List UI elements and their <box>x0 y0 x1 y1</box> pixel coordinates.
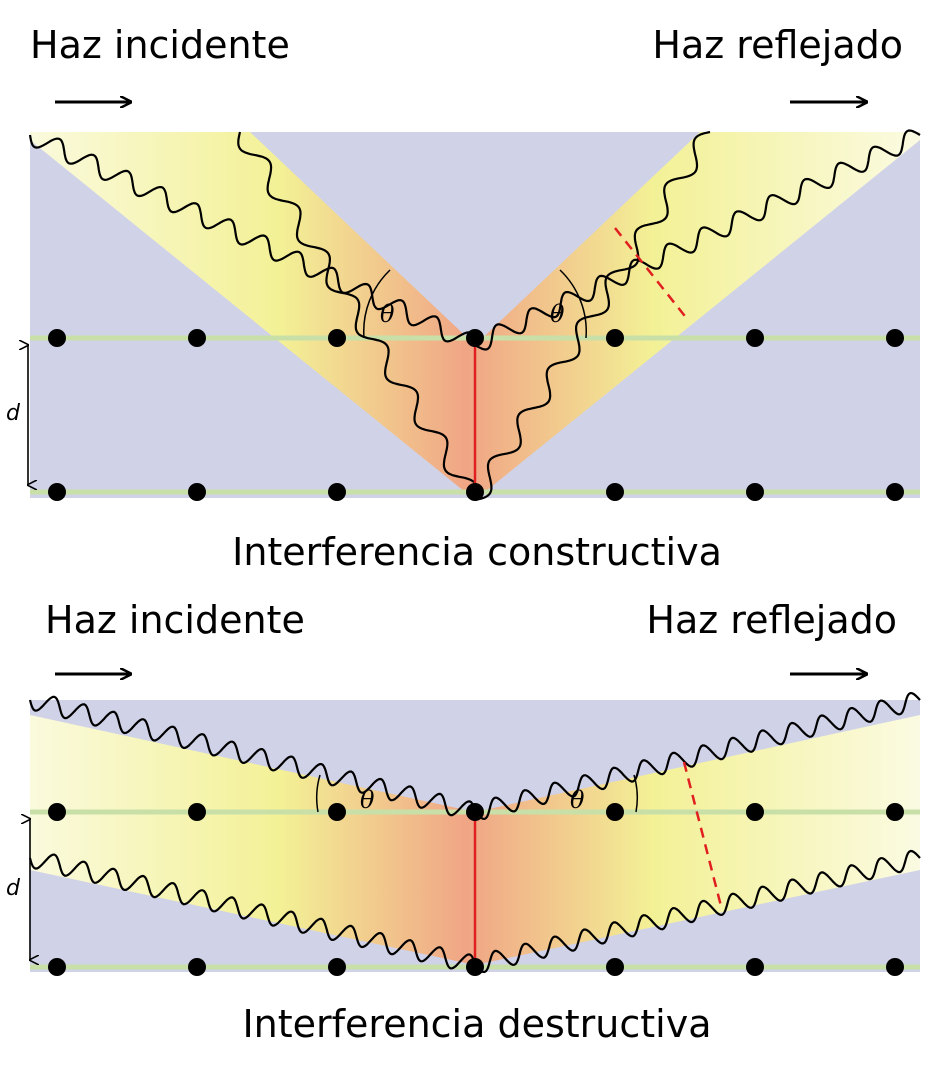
lattice-atom <box>746 329 764 347</box>
lattice-atom <box>606 329 624 347</box>
lattice-atom <box>466 803 484 821</box>
lattice-atom <box>188 483 206 501</box>
atom-row-bottom <box>48 958 904 976</box>
angle-theta-left: θ <box>380 300 395 328</box>
spacing-label: d <box>6 401 21 426</box>
incident-wave-upper <box>28 134 477 346</box>
spacing-label: d <box>6 876 21 901</box>
reflected-beam-label: Haz reflejado <box>652 23 903 67</box>
wavefront-dashed-line <box>682 761 724 911</box>
lattice-atom <box>886 803 904 821</box>
caption-destructive: Interferencia destructiva <box>242 1002 711 1046</box>
lattice-atom <box>606 483 624 501</box>
angle-theta-right: θ <box>550 300 565 328</box>
xray-beam <box>30 132 920 500</box>
panel-destructive: Haz incidente Haz reflejado θ θ d Interf… <box>6 598 921 1046</box>
reflected-wave-upper <box>474 129 921 351</box>
incident-beam-label: Haz incidente <box>45 598 305 642</box>
wavefront-dashed-line <box>614 227 689 321</box>
lattice-atom <box>886 958 904 976</box>
lattice-atom <box>886 483 904 501</box>
lattice-atom <box>328 483 346 501</box>
lattice-atom <box>188 803 206 821</box>
angle-theta-right: θ <box>570 786 585 814</box>
lattice-atom <box>48 483 66 501</box>
incident-wave-lower <box>28 853 477 970</box>
lattice-atom <box>48 329 66 347</box>
incident-wave-lower <box>237 131 478 501</box>
atom-row-bottom <box>48 483 904 501</box>
lattice-atom <box>328 803 346 821</box>
lattice-atom <box>188 958 206 976</box>
angle-theta-left: θ <box>360 786 375 814</box>
atom-row-top <box>48 329 904 347</box>
lattice-atom <box>48 803 66 821</box>
lattice-atom <box>746 958 764 976</box>
lattice-atom <box>466 958 484 976</box>
angle-arc-right <box>633 774 639 813</box>
reflected-beam-label: Haz reflejado <box>646 598 897 642</box>
reflected-wave-lower <box>474 130 711 502</box>
incident-wave-upper <box>28 695 477 817</box>
lattice-atom <box>328 958 346 976</box>
lattice-atom <box>606 958 624 976</box>
lattice-atom <box>466 329 484 347</box>
lattice-atom <box>48 958 66 976</box>
incident-beam-label: Haz incidente <box>30 23 290 67</box>
reflected-wave-upper <box>474 691 921 821</box>
lattice-atom <box>466 483 484 501</box>
angle-arc-left <box>363 269 391 339</box>
crystal-background-upper <box>30 700 920 812</box>
lattice-atom <box>746 483 764 501</box>
angle-arc-right <box>559 269 587 339</box>
angle-arc-left <box>315 774 321 813</box>
lattice-atom <box>188 329 206 347</box>
lattice-atom <box>328 329 346 347</box>
caption-constructive: Interferencia constructiva <box>232 530 722 574</box>
atom-row-top <box>48 803 904 821</box>
lattice-atom <box>746 803 764 821</box>
panel-constructive: Haz incidente Haz reflejado θ θ d Interf… <box>6 23 921 574</box>
reflected-wave-lower <box>474 849 921 974</box>
lattice-atom <box>606 803 624 821</box>
lattice-atom <box>886 329 904 347</box>
